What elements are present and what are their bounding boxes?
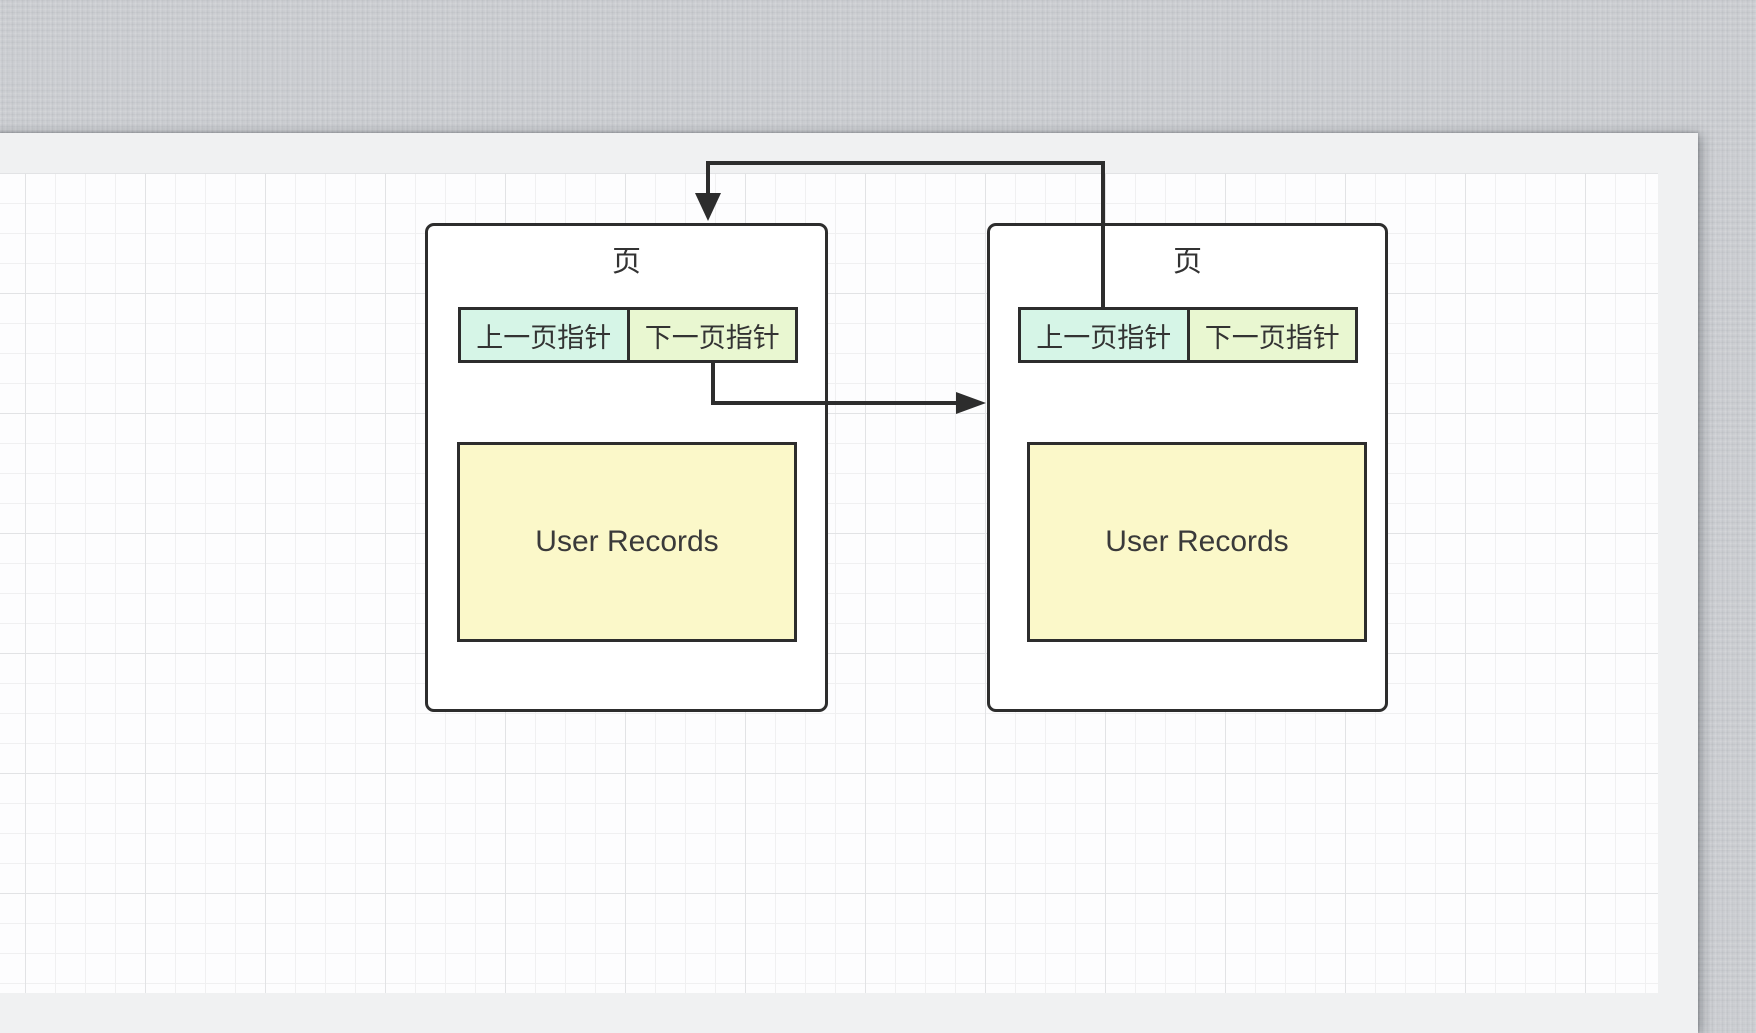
arrowhead-down [695,193,721,221]
page-node-1[interactable]: 页 上一页指针 下一页指针 User Records [425,223,828,712]
next-page-pointer-label: 下一页指针 [1204,322,1340,353]
connector-layer [695,161,1105,414]
user-records-label: User Records [1105,525,1289,558]
next-page-pointer-cell[interactable]: 下一页指针 [1189,310,1355,360]
pointer-row: 上一页指针 下一页指针 [1018,307,1358,363]
next-page-pointer-cell[interactable]: 下一页指针 [629,310,795,360]
next-page-connector-arrow[interactable] [711,363,986,414]
prev-page-pointer-label: 上一页指针 [1036,322,1172,353]
user-records-label: User Records [535,525,719,558]
page-title: 页 [611,246,641,278]
prev-page-pointer-cell[interactable]: 上一页指针 [1021,310,1190,360]
next-page-pointer-label: 下一页指针 [644,322,780,353]
arrowhead-right [956,392,986,414]
page-node-2[interactable]: 页 上一页指针 下一页指针 User Records [987,223,1388,712]
pointer-row: 上一页指针 下一页指针 [458,307,798,363]
connector-line [711,363,957,405]
prev-page-connector-arrow[interactable] [695,161,1105,308]
page-title: 页 [1172,246,1202,278]
connector-line [706,161,1105,308]
prev-page-pointer-cell[interactable]: 上一页指针 [461,310,630,360]
user-records-box[interactable]: User Records [1027,442,1367,642]
prev-page-pointer-label: 上一页指针 [476,322,612,353]
user-records-box[interactable]: User Records [457,442,797,642]
diagram-layer: 页 上一页指针 下一页指针 User Records 页 上一页指针 下一页指针… [425,223,1388,712]
